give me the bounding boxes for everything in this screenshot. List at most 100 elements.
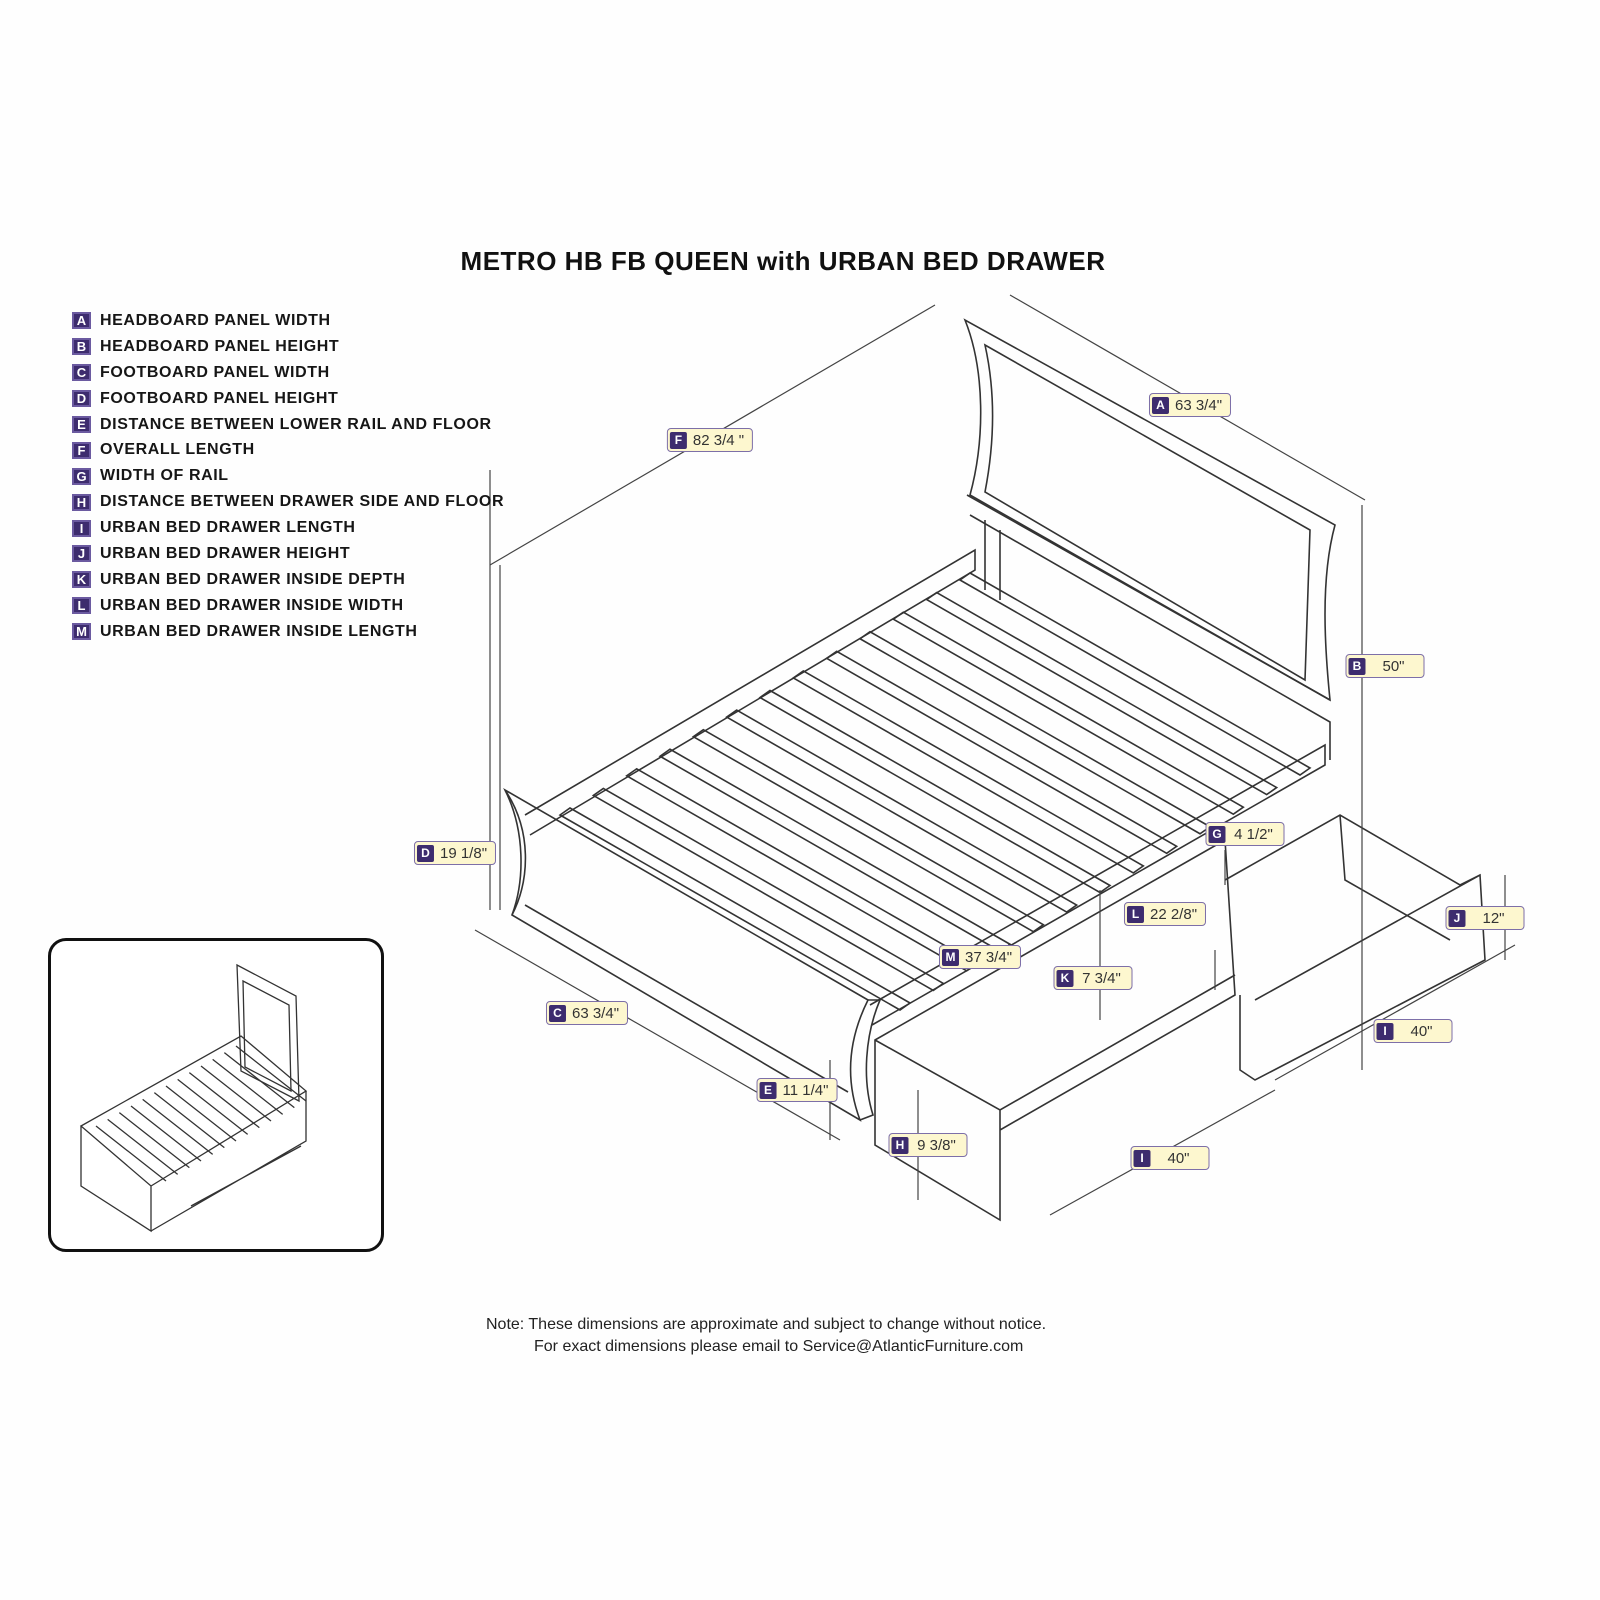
thumbnail-slat xyxy=(223,1052,295,1109)
legend-key-badge: F xyxy=(72,441,91,459)
dimension-key-badge: F xyxy=(669,431,687,449)
legend-item: H DISTANCE BETWEEN DRAWER SIDE AND FLOOR xyxy=(72,489,504,515)
dimension-value: 63 3/4" xyxy=(1174,396,1223,414)
legend-item: G WIDTH OF RAIL xyxy=(72,463,504,489)
bed-slat xyxy=(691,728,1045,933)
thumbnail-slat xyxy=(235,1045,307,1102)
dimension-key-badge: C xyxy=(548,1004,566,1022)
legend-key-badge: I xyxy=(72,519,91,537)
legend-key-badge: C xyxy=(72,364,91,382)
legend-item: D FOOTBOARD PANEL HEIGHT xyxy=(72,386,504,412)
thumbnail-slat xyxy=(95,1125,167,1182)
thumbnail-slat xyxy=(130,1105,202,1162)
assembled-bed-thumbnail xyxy=(48,938,384,1252)
dimension-value: 4 1/2" xyxy=(1234,825,1273,843)
dimension-value: 9 3/8" xyxy=(917,1136,956,1154)
thumbnail-slat xyxy=(153,1092,225,1149)
dimension-key-badge: A xyxy=(1151,396,1169,414)
legend-text: URBAN BED DRAWER INSIDE DEPTH xyxy=(100,570,406,588)
dimension-value: 50" xyxy=(1382,657,1405,675)
legend-key-badge: J xyxy=(72,545,91,563)
legend-key-badge: K xyxy=(72,571,91,589)
dimension-key-badge: I xyxy=(1133,1149,1151,1167)
legend-item: K URBAN BED DRAWER INSIDE DEPTH xyxy=(72,567,504,593)
legend-text: URBAN BED DRAWER LENGTH xyxy=(100,519,356,537)
bed-slat xyxy=(825,650,1179,855)
bed-slat xyxy=(958,572,1312,776)
legend-item: F OVERALL LENGTH xyxy=(72,437,504,463)
dimension-key-badge: M xyxy=(941,948,959,966)
legend-text: URBAN BED DRAWER HEIGHT xyxy=(100,544,351,562)
dimension-value: 11 1/4" xyxy=(782,1081,829,1099)
bed-slat xyxy=(558,807,912,1011)
legend-text: DISTANCE BETWEEN LOWER RAIL AND FLOOR xyxy=(100,415,492,433)
bed-slat xyxy=(791,669,1145,874)
bed-slat xyxy=(758,689,1112,894)
dimension-key-badge: I xyxy=(1376,1022,1394,1040)
legend-text: WIDTH OF RAIL xyxy=(100,467,229,485)
dimension-key-badge: J xyxy=(1448,909,1466,927)
legend-item: J URBAN BED DRAWER HEIGHT xyxy=(72,541,504,567)
dimension-label-d: D 19 1/8" xyxy=(413,841,497,865)
legend-text: URBAN BED DRAWER INSIDE WIDTH xyxy=(100,596,404,614)
left-rail xyxy=(524,548,976,836)
note-line-2: For exact dimensions please email to Ser… xyxy=(534,1338,1024,1355)
legend-key-badge: B xyxy=(72,338,91,356)
dimension-key-badge: H xyxy=(891,1136,909,1154)
bed-slat xyxy=(658,748,1012,953)
dimension-value: 40" xyxy=(1410,1022,1433,1040)
legend-item: I URBAN BED DRAWER LENGTH xyxy=(72,515,504,541)
legend-item: B HEADBOARD PANEL HEIGHT xyxy=(72,334,504,360)
legend-text: FOOTBOARD PANEL WIDTH xyxy=(100,363,330,381)
dimension-label-i: I 40" xyxy=(1373,1019,1453,1043)
headboard xyxy=(963,318,1336,702)
dimension-label-a: A 63 3/4" xyxy=(1148,393,1232,417)
thumbnail-slat xyxy=(212,1058,284,1115)
legend-key-badge: M xyxy=(72,623,91,641)
dimension-value: 63 3/4" xyxy=(571,1004,620,1022)
dimension-value: 22 2/8" xyxy=(1149,905,1198,923)
dimension-label-j: J 12" xyxy=(1445,906,1525,930)
legend-text: DISTANCE BETWEEN DRAWER SIDE AND FLOOR xyxy=(100,493,505,511)
legend-text: OVERALL LENGTH xyxy=(100,441,255,459)
legend-key-badge: D xyxy=(72,390,91,408)
legend-text: HEADBOARD PANEL HEIGHT xyxy=(100,337,340,355)
dimension-label-h: H 9 3/8" xyxy=(888,1133,968,1157)
bed-slat xyxy=(891,611,1245,816)
bed-thumbnail-drawing xyxy=(79,963,308,1233)
dimension-value: 40" xyxy=(1167,1149,1190,1167)
legend-item: L URBAN BED DRAWER INSIDE WIDTH xyxy=(72,593,504,619)
dimension-value: 19 1/8" xyxy=(439,844,488,862)
dimension-label-c: C 63 3/4" xyxy=(545,1001,629,1025)
legend-key-badge: A xyxy=(72,312,91,330)
dimension-legend: A HEADBOARD PANEL WIDTH B HEADBOARD PANEL H… xyxy=(72,308,504,645)
note-line-1: Note: These dimensions are approximate a… xyxy=(486,1316,1047,1333)
legend-key-badge: H xyxy=(72,493,91,511)
thumbnail-slat xyxy=(200,1065,272,1122)
thumbnail-slat xyxy=(177,1078,249,1135)
right-rail xyxy=(869,743,1326,1026)
dimension-label-l: L 22 2/8" xyxy=(1123,902,1207,926)
dimension-key-badge: D xyxy=(416,844,434,862)
legend-key-badge: E xyxy=(72,416,91,433)
legend-key-badge: G xyxy=(72,467,91,485)
legend-text: HEADBOARD PANEL WIDTH xyxy=(100,311,331,329)
thumbnail-slat xyxy=(107,1118,179,1175)
disclaimer-note: Note: These dimensions are approximate a… xyxy=(486,1314,1046,1358)
diagram-title: METRO HB FB QUEEN with URBAN BED DRAWER xyxy=(460,246,1106,276)
legend-item: A HEADBOARD PANEL WIDTH xyxy=(72,308,504,334)
dimension-key-badge: L xyxy=(1126,905,1144,923)
legend-text: FOOTBOARD PANEL HEIGHT xyxy=(100,389,339,407)
legend-key-badge: L xyxy=(72,597,91,615)
dimension-value: 12" xyxy=(1482,909,1505,927)
dimension-label-i: I 40" xyxy=(1130,1146,1210,1170)
bed-slat xyxy=(925,591,1279,796)
thumbnail-slat xyxy=(188,1072,260,1129)
